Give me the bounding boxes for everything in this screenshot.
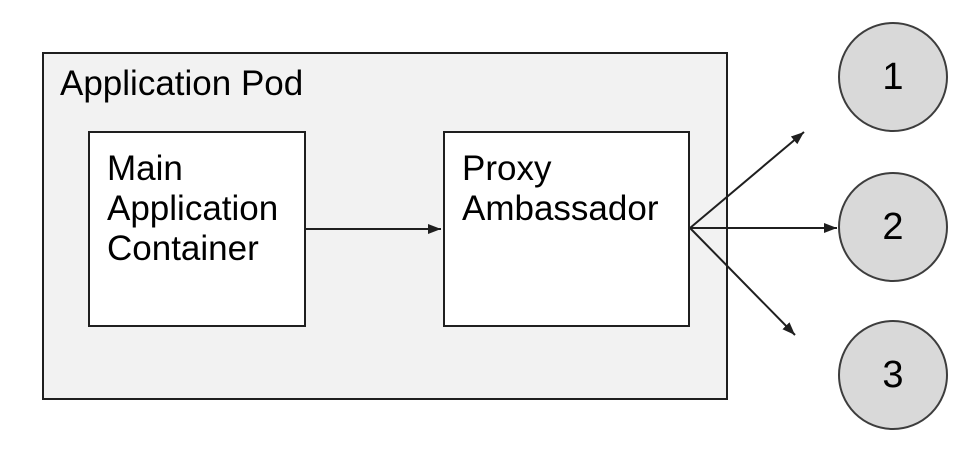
proxy-ambassador-label: Proxy Ambassador [462,149,659,228]
endpoint-3-label: 3 [882,353,904,396]
endpoint-2-label: 2 [882,205,904,248]
endpoint-1-label: 1 [882,55,904,98]
endpoint-circle-3: 3 [838,320,948,430]
node-proxy-ambassador: Proxy Ambassador [443,131,690,327]
endpoint-circle-2: 2 [838,172,948,282]
main-application-container-label: Main Application Container [107,149,279,268]
endpoint-circle-1: 1 [838,22,948,132]
node-main-application-container: Main Application Container [88,131,306,327]
application-pod-label: Application Pod [60,64,304,103]
